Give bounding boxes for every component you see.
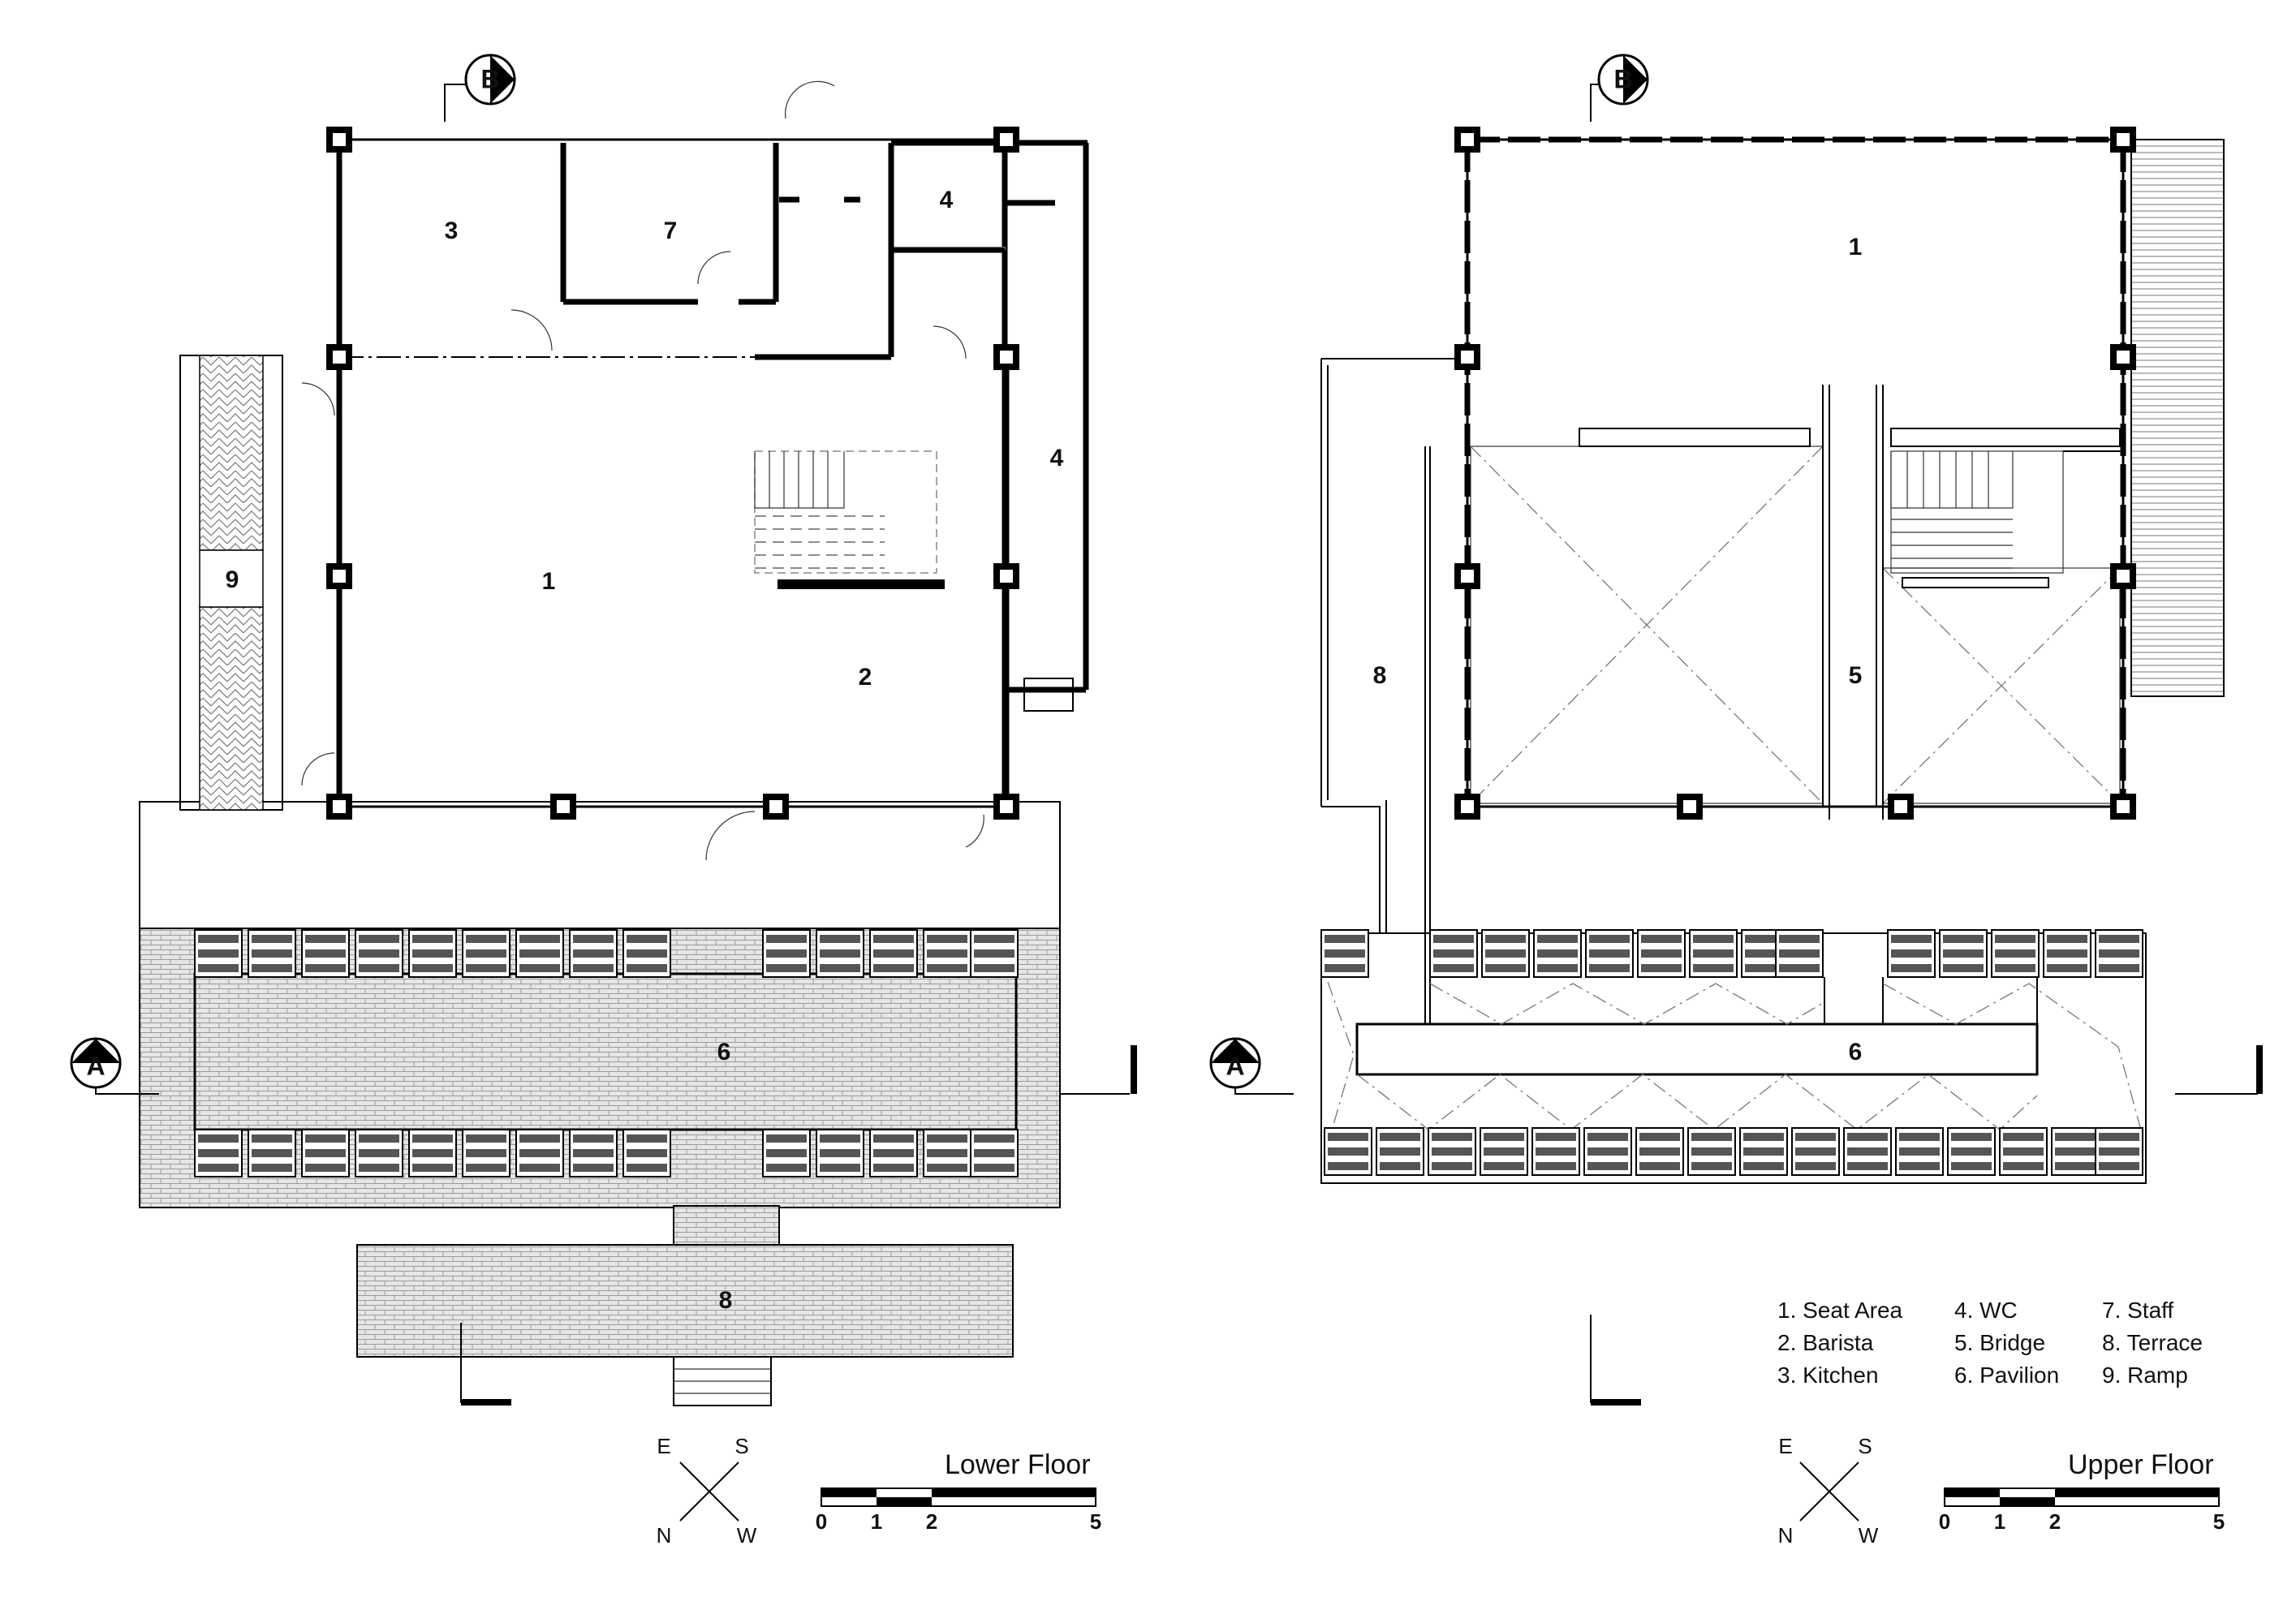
upper-ramp-cover — [2130, 139, 2225, 697]
terrace-steps — [673, 1356, 772, 1406]
legend-item: 7. Staff — [2102, 1298, 2173, 1323]
scale-tick: 1 — [871, 1509, 882, 1534]
lower-section-mark-b: B — [444, 54, 516, 122]
legend-item: 9. Ramp — [2102, 1363, 2188, 1388]
lower-room-label: 4 — [1050, 445, 1064, 471]
terrace-deck — [356, 1244, 1014, 1358]
scale-tick: 0 — [816, 1509, 827, 1534]
compass-n-label: N — [657, 1523, 672, 1548]
lower-room-label: 4 — [940, 187, 954, 213]
compass-w-label: W — [737, 1523, 757, 1548]
legend-item: 5. Bridge — [1954, 1330, 2045, 1355]
compass-e-label: E — [1778, 1434, 1792, 1458]
lower-room-label: 8 — [719, 1287, 733, 1314]
upper-section-mark-b: B — [1590, 54, 1649, 122]
legend-item: 3. Kitchen — [1777, 1363, 1879, 1388]
room-legend: 1. Seat Area 4. WC 7. Staff 2. Barista 5… — [1777, 1298, 2203, 1388]
scale-tick: 2 — [2049, 1509, 2061, 1534]
lower-room-label: 2 — [859, 664, 872, 691]
legend-item: 4. WC — [1954, 1298, 2018, 1323]
lower-room-label: 3 — [445, 217, 459, 244]
lower-floor-title: Lower Floor — [945, 1449, 1091, 1480]
lower-building-walls — [301, 80, 1089, 861]
compass-w-label: W — [1859, 1523, 1879, 1548]
upper-room-label: 5 — [1849, 662, 1863, 689]
compass-e-label: E — [657, 1434, 670, 1458]
lower-section-b-label: B — [480, 64, 499, 93]
upper-room-label: 8 — [1373, 662, 1387, 689]
legend-item: 1. Seat Area — [1777, 1298, 1903, 1323]
compass-s-label: S — [734, 1434, 748, 1458]
upper-floor-title: Upper Floor — [2068, 1449, 2214, 1480]
legend-item: 8. Terrace — [2102, 1330, 2203, 1355]
scale-tick: 5 — [1090, 1509, 1101, 1534]
upper-building-walls — [1424, 136, 2126, 1030]
pavilion-platform — [139, 801, 1061, 929]
upper-compass: E S N W — [1778, 1434, 1879, 1548]
upper-section-b-label: B — [1613, 64, 1632, 93]
pavilion-inner-floor — [193, 972, 1018, 1131]
lower-room-label: 1 — [542, 568, 556, 595]
lower-compass: E S N W — [657, 1434, 757, 1548]
lower-room-label: 6 — [717, 1039, 731, 1065]
lower-section-a-label: A — [86, 1051, 105, 1080]
scale-tick: 5 — [2213, 1509, 2225, 1534]
legend-item: 6. Pavilion — [1954, 1363, 2059, 1388]
compass-n-label: N — [1778, 1523, 1794, 1548]
upper-floor-plan: B A 1 5 6 8 1. Seat Area 4. WC 7. Staff … — [1209, 54, 2263, 1548]
upper-scale-bar: Upper Floor 0 1 2 5 — [1939, 1449, 2225, 1534]
upper-section-mark-a: A — [1209, 1037, 2263, 1406]
lower-scale-bar: Lower Floor 0 1 2 5 — [816, 1449, 1101, 1534]
lower-room-label: 7 — [664, 217, 678, 244]
upper-room-label: 1 — [1849, 234, 1863, 260]
upper-section-a-label: A — [1226, 1051, 1244, 1080]
ramp — [179, 355, 283, 811]
terrace-walkway — [673, 1205, 780, 1247]
scale-tick: 2 — [926, 1509, 937, 1534]
compass-s-label: S — [1858, 1434, 1872, 1458]
lower-room-label: 9 — [226, 566, 239, 593]
upper-terrace-wing — [1320, 358, 1466, 933]
upper-room-label: 6 — [1849, 1039, 1863, 1065]
lower-floor-plan: B A 1 2 3 4 4 6 7 8 9 E S N W — [70, 54, 1137, 1548]
scale-tick: 0 — [1939, 1509, 1950, 1534]
scale-tick: 1 — [1994, 1509, 2005, 1534]
upper-pavilion-bridge — [1320, 932, 2147, 1184]
legend-item: 2. Barista — [1777, 1330, 1874, 1355]
lower-section-mark-a: A — [70, 1037, 1137, 1406]
